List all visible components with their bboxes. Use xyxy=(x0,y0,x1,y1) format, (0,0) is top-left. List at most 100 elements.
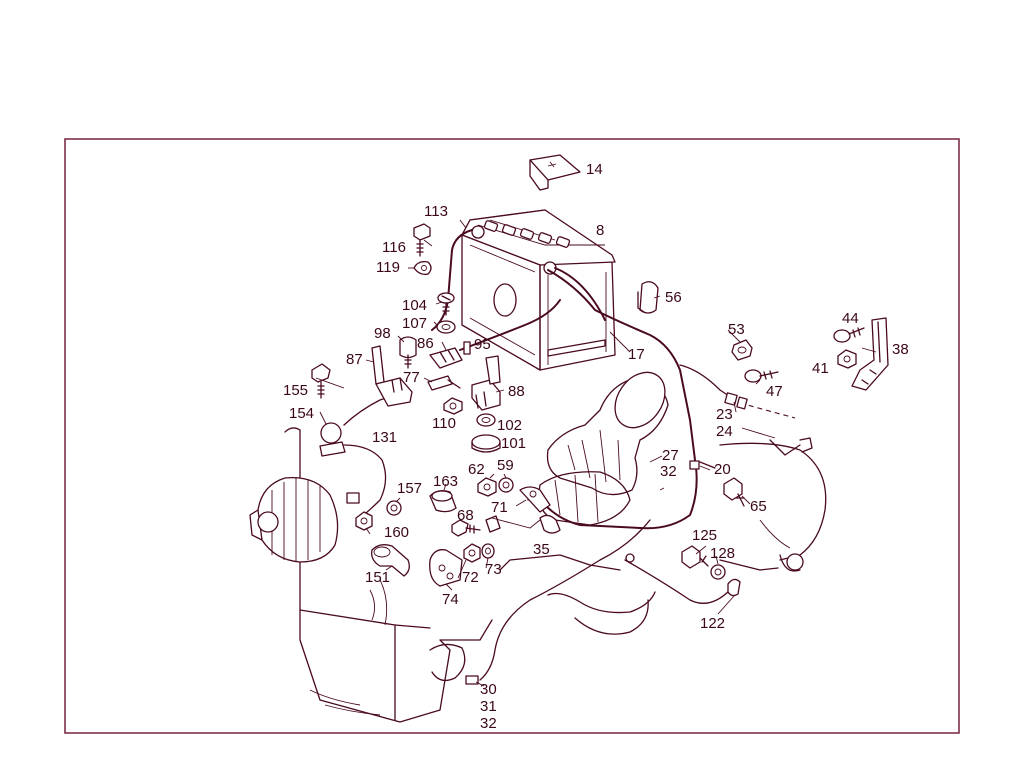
callout-131: 131 xyxy=(372,429,397,446)
callout-20: 20 xyxy=(714,461,731,478)
callout-35: 35 xyxy=(533,541,550,558)
washer-102 xyxy=(476,413,496,427)
bolt-68 xyxy=(451,519,481,537)
callout-labels: 14 8 113 116 119 104 107 98 86 95 87 155… xyxy=(283,161,909,732)
callout-41: 41 xyxy=(812,360,829,377)
callout-56: 56 xyxy=(665,289,682,306)
diagram-frame xyxy=(64,138,960,734)
engine-block xyxy=(284,427,656,723)
relay-88 xyxy=(471,355,501,411)
callout-119: 119 xyxy=(376,259,400,276)
callout-154: 154 xyxy=(289,405,314,422)
callout-72: 72 xyxy=(462,569,479,586)
nut-62 xyxy=(477,477,497,497)
leader-lines xyxy=(315,219,877,687)
callout-44: 44 xyxy=(842,310,859,327)
nut-110 xyxy=(443,397,463,415)
callout-73: 73 xyxy=(485,561,502,578)
callout-23: 23 xyxy=(716,406,733,423)
washer-157 xyxy=(386,500,402,516)
nut-72 xyxy=(463,543,481,563)
screw-44 xyxy=(833,327,865,343)
screw-47 xyxy=(744,369,779,383)
plate-35 xyxy=(485,514,561,534)
nut-41 xyxy=(837,349,857,369)
callout-62: 62 xyxy=(468,461,485,478)
callout-98: 98 xyxy=(374,325,391,342)
callout-101: 101 xyxy=(501,435,526,452)
elbow-151 xyxy=(371,544,410,577)
callout-38: 38 xyxy=(892,341,909,358)
callout-71: 71 xyxy=(491,499,508,516)
washer-128 xyxy=(710,564,726,580)
callout-32b: 32 xyxy=(480,715,497,732)
callout-14: 14 xyxy=(586,161,603,178)
bolt-155 xyxy=(311,363,331,399)
callout-155: 155 xyxy=(283,382,308,399)
callout-113: 113 xyxy=(424,203,448,220)
callout-160: 160 xyxy=(384,524,409,541)
callout-27: 27 xyxy=(662,447,679,464)
washer-73 xyxy=(481,543,495,559)
callout-17: 17 xyxy=(628,346,645,363)
callout-107: 107 xyxy=(402,315,427,332)
callout-151: 151 xyxy=(365,569,390,586)
callout-65: 65 xyxy=(750,498,767,515)
callout-68: 68 xyxy=(457,507,474,524)
bolt-116 xyxy=(413,223,431,257)
callout-32a: 32 xyxy=(660,463,677,480)
callout-116: 116 xyxy=(382,239,406,256)
alternator xyxy=(249,476,339,563)
callout-74: 74 xyxy=(442,591,459,608)
callout-128: 128 xyxy=(710,545,735,562)
callout-30: 30 xyxy=(480,681,497,698)
connector-154 xyxy=(319,422,346,457)
callout-122: 122 xyxy=(700,615,725,632)
callout-104: 104 xyxy=(402,297,427,314)
callout-47: 47 xyxy=(766,383,783,400)
mount-101 xyxy=(471,434,501,453)
callout-8: 8 xyxy=(596,222,604,239)
bolt-65 xyxy=(723,477,745,507)
transmission-housing xyxy=(719,437,827,572)
callout-87: 87 xyxy=(346,351,363,368)
plug-131 xyxy=(346,492,360,504)
washer-59 xyxy=(498,477,514,493)
cable-eye-119 xyxy=(413,260,432,276)
cable-lug-71 xyxy=(519,486,551,513)
callout-88: 88 xyxy=(508,383,525,400)
clip-20 xyxy=(689,460,700,470)
screw-104 xyxy=(437,292,455,316)
pin-95 xyxy=(463,341,471,355)
spacer-98 xyxy=(399,336,417,369)
bracket-38 xyxy=(851,317,889,391)
battery xyxy=(461,209,616,371)
callout-110: 110 xyxy=(432,415,456,432)
callout-86: 86 xyxy=(417,335,434,352)
washer-107 xyxy=(436,320,456,334)
terminal-cover xyxy=(529,154,581,191)
clip-56 xyxy=(637,281,659,314)
callout-53: 53 xyxy=(728,321,745,338)
callout-31: 31 xyxy=(480,698,497,715)
bracket-87 xyxy=(371,345,413,407)
clip-30 xyxy=(465,675,479,685)
callout-24: 24 xyxy=(716,423,733,440)
terminal-122 xyxy=(625,553,741,597)
bracket-74 xyxy=(429,549,463,587)
callout-77: 77 xyxy=(403,369,420,386)
nut-160 xyxy=(355,511,373,531)
callout-125: 125 xyxy=(692,527,717,544)
callout-95: 95 xyxy=(474,336,491,353)
clip-77 xyxy=(427,375,461,391)
callout-163: 163 xyxy=(433,473,458,490)
clamp-86 xyxy=(429,347,463,369)
sleeve-163 xyxy=(429,490,457,513)
callout-59: 59 xyxy=(497,457,514,474)
grommet-53 xyxy=(731,339,753,361)
callout-157: 157 xyxy=(397,480,422,497)
bolt-125 xyxy=(681,545,709,569)
callout-102: 102 xyxy=(497,417,522,434)
air-intake-duct xyxy=(538,371,669,526)
